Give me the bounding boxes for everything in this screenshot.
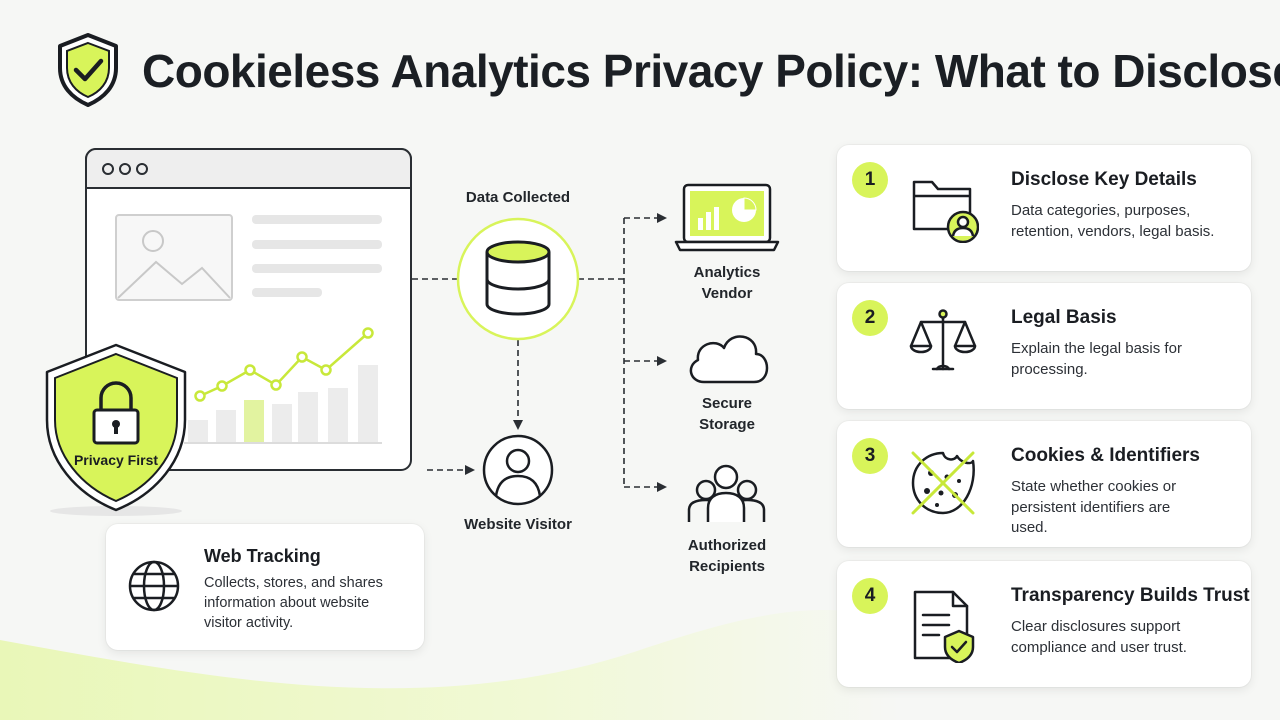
- step-number: 2: [852, 300, 888, 336]
- data-flow-diagram: [45, 148, 780, 522]
- step-card-legal-basis: 2 Legal Basis Explain the legal basis fo…: [837, 283, 1251, 409]
- step-card-disclose-key-details: 1 Disclose Key Details Data categories, …: [837, 145, 1251, 271]
- step-number: 3: [852, 438, 888, 474]
- step-card-cookies-identifiers: 3 Cookies & Identifiers State whether co…: [837, 421, 1251, 547]
- web-tracking-title: Web Tracking: [204, 546, 321, 566]
- privacy-shield-badge: [45, 343, 187, 516]
- visitor-user-icon: [482, 434, 554, 506]
- shield-check-icon: [58, 33, 118, 107]
- step-title: Transparency Builds Trust: [1011, 585, 1250, 606]
- authorized-recipients-label: Authorized Recipients: [687, 537, 767, 575]
- step-number: 1: [852, 162, 888, 198]
- crossed-cookie-icon: [911, 451, 975, 515]
- step-description: State whether cookies or persistent iden…: [1011, 478, 1177, 536]
- privacy-badge-label: Privacy First: [73, 452, 159, 468]
- web-tracking-card: Web Tracking Collects, stores, and share…: [106, 524, 424, 650]
- data-collected-label: Data Collected: [465, 189, 571, 206]
- activity-bar-chart: [184, 327, 382, 444]
- globe-icon: [128, 560, 180, 612]
- step-title: Cookies & Identifiers: [1011, 445, 1200, 466]
- step-title: Disclose Key Details: [1011, 169, 1197, 190]
- document-shield-icon: [913, 590, 975, 663]
- step-description: Explain the legal basis for processing.: [1011, 340, 1182, 378]
- step-number: 4: [852, 578, 888, 614]
- step-description: Data categories, purposes, retention, ve…: [1011, 202, 1215, 240]
- step-card-transparency-builds-trust: 4 Transparency Builds Trust Clear disclo…: [837, 561, 1251, 687]
- image-placeholder-icon: [115, 214, 233, 301]
- arrowheads: [465, 213, 667, 492]
- website-visitor-label: Website Visitor: [464, 516, 572, 533]
- web-tracking-description: Collects, stores, and shares information…: [204, 575, 383, 631]
- padlock-icon: [92, 381, 140, 445]
- database-icon: [456, 217, 580, 341]
- secure-storage-label: Secure Storage: [699, 395, 755, 433]
- step-description: Clear disclosures support compliance and…: [1011, 618, 1187, 656]
- laptop-analytics-icon: [674, 183, 780, 252]
- users-group-icon: [687, 464, 766, 522]
- folder-user-icon: [912, 180, 979, 243]
- cloud-storage-icon: [689, 335, 769, 384]
- scales-icon: [909, 309, 977, 371]
- analytics-vendor-label: Analytics Vendor: [693, 264, 761, 302]
- flow-connectors: [412, 217, 660, 488]
- step-title: Legal Basis: [1011, 307, 1117, 328]
- page-title: Cookieless Analytics Privacy Policy: Wha…: [142, 45, 1280, 97]
